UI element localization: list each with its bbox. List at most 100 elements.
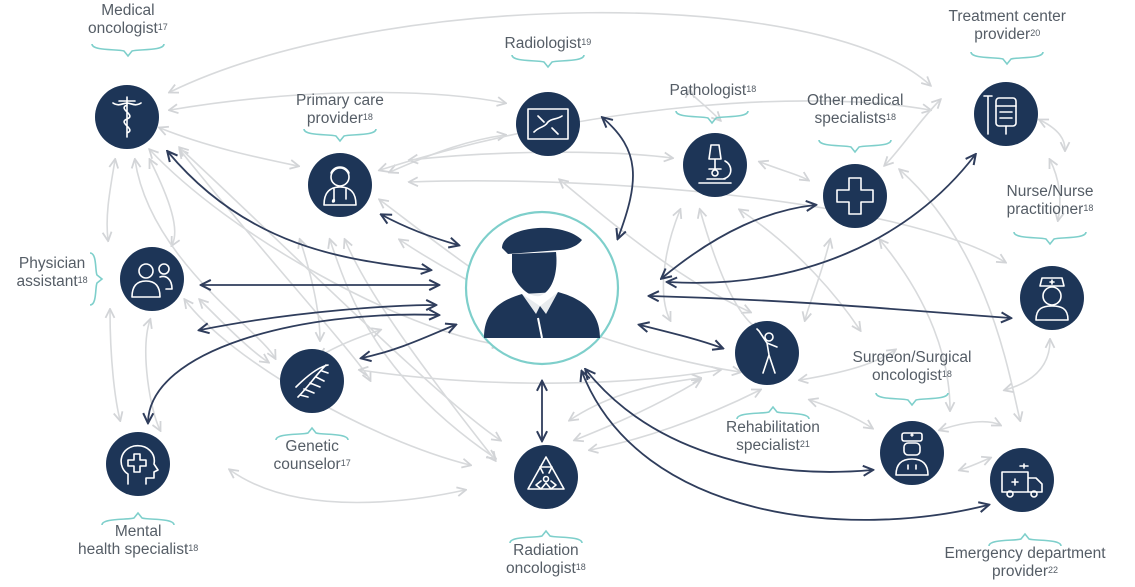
- reference-number: 18: [885, 112, 896, 122]
- gray-connector-arrow: [107, 160, 115, 240]
- surgeon-icon: [895, 432, 929, 476]
- gray-connector-arrow: [360, 370, 720, 384]
- label-line: Primary care: [296, 92, 384, 109]
- node-circle: [974, 82, 1038, 146]
- node-radiologist: [516, 92, 580, 156]
- patient-connector-arrow: [148, 315, 438, 422]
- label-line: Genetic: [285, 438, 339, 455]
- node-primary-care: [308, 153, 372, 217]
- patient-connector-arrow: [650, 296, 1010, 318]
- label-bracket: [275, 426, 349, 441]
- reference-number: 17: [340, 458, 351, 468]
- care-team-icon: [131, 263, 173, 298]
- label-bracket: [675, 110, 749, 125]
- reference-number: 17: [157, 22, 168, 32]
- node-emergency: [990, 448, 1054, 512]
- node-circle: [990, 448, 1054, 512]
- label-line: Pathologist: [669, 82, 747, 99]
- node-nurse: [1020, 266, 1084, 330]
- label-line: specialists: [814, 110, 886, 127]
- reference-number: 18: [746, 84, 757, 94]
- label-line: practitioner: [1006, 201, 1084, 218]
- reference-number: 18: [77, 275, 88, 285]
- label-bracket: [303, 128, 377, 143]
- gray-connector-arrow: [575, 380, 700, 440]
- reference-number: 21: [799, 439, 810, 449]
- patient-node: [464, 210, 620, 366]
- reference-number: 19: [581, 37, 592, 47]
- gray-connector-arrow: [1005, 340, 1050, 390]
- stretching-person-icon: [756, 328, 778, 374]
- reference-number: 18: [188, 543, 199, 553]
- label-line: Emergency department: [944, 545, 1106, 562]
- gray-connector-arrow: [960, 458, 990, 470]
- label-line: Radiologist: [504, 35, 582, 52]
- node-radiation: [514, 445, 578, 509]
- dna-icon: [295, 364, 329, 398]
- label-bracket: [988, 532, 1062, 547]
- reference-number: 20: [1030, 28, 1041, 38]
- reference-number: 18: [575, 562, 586, 572]
- gray-connector-arrow: [760, 162, 808, 180]
- label-bracket: [970, 51, 1044, 66]
- gray-connector-arrow: [940, 422, 1000, 430]
- node-circle: [120, 247, 184, 311]
- doctor-icon: [323, 166, 357, 206]
- label-line: Physician: [18, 255, 86, 272]
- label-line: Nurse/Nurse: [1006, 183, 1094, 200]
- patient-connector-arrow: [640, 325, 722, 348]
- label-line: Medical: [101, 2, 155, 19]
- label-line: oncologist: [872, 367, 942, 384]
- label-bracket-group: [89, 43, 1087, 547]
- iv-bag-icon: [983, 95, 1017, 135]
- label-line: Radiation: [513, 542, 579, 559]
- label-line: Mental: [114, 523, 162, 540]
- label-bracket: [89, 252, 104, 306]
- node-treatment-center: [974, 82, 1038, 146]
- reference-number: 18: [362, 112, 373, 122]
- gray-connector-arrow: [690, 90, 720, 120]
- label-bracket: [509, 529, 583, 544]
- label-line: counselor: [273, 456, 341, 473]
- label-pathologist: Pathologist18: [670, 82, 757, 100]
- label-line: Rehabilitation: [726, 419, 820, 436]
- reference-number: 18: [941, 369, 952, 379]
- label-line: health specialist: [78, 541, 189, 558]
- gray-connector-arrow: [1050, 160, 1060, 220]
- nurse-icon: [1035, 277, 1069, 321]
- node-circle: [308, 153, 372, 217]
- gray-connector-arrow: [1040, 120, 1065, 150]
- gray-connector-arrow: [805, 240, 830, 320]
- label-line: specialist: [736, 437, 800, 454]
- patient-connector-arrow: [668, 155, 975, 283]
- provider-node-group: [95, 82, 1084, 512]
- node-surgeon: [880, 421, 944, 485]
- label-bracket: [511, 54, 585, 69]
- patient-connector-group: [148, 118, 1010, 521]
- medical-cross-icon: [836, 177, 874, 215]
- gray-connector-arrow: [170, 91, 505, 110]
- node-circle: [735, 321, 799, 385]
- label-line: Treatment center: [948, 8, 1066, 25]
- label-bracket: [875, 392, 949, 407]
- patient-connector-arrow: [603, 118, 634, 238]
- caduceus-icon: [112, 96, 142, 138]
- label-line: provider: [992, 563, 1049, 580]
- label-bracket: [818, 139, 892, 154]
- label-line: Surgeon/Surgical: [852, 349, 972, 366]
- patient-connector-arrow: [582, 372, 988, 521]
- node-circle: [106, 432, 170, 496]
- label-line: oncologist: [506, 560, 576, 577]
- ambulance-icon: [1001, 463, 1043, 498]
- node-physician-assistant: [120, 247, 184, 311]
